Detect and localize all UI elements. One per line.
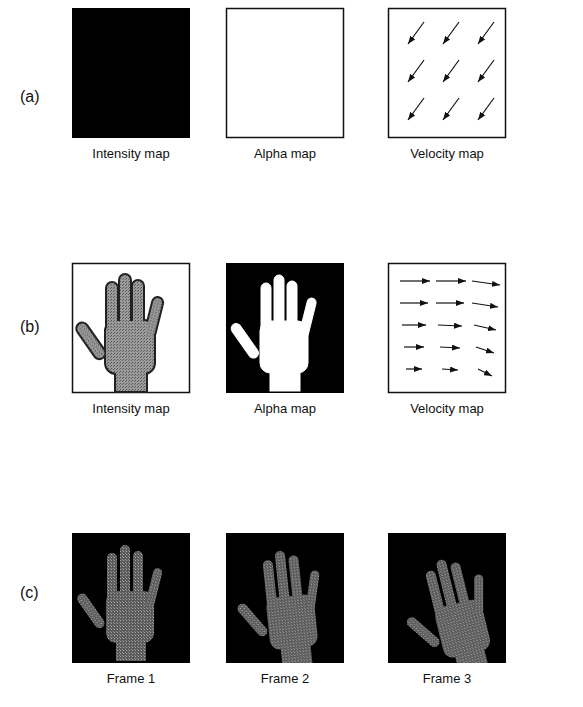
white-field	[227, 9, 344, 138]
frame-panel	[226, 533, 344, 671]
velocity-panel	[389, 264, 506, 393]
velocity-arrow	[478, 60, 494, 82]
hand-frame	[230, 547, 329, 663]
panel-caption: Frame 2	[226, 671, 344, 687]
map-panel: Frame 3	[388, 533, 506, 687]
panel-caption: Frame 3	[388, 671, 506, 687]
velocity-arrow	[472, 281, 500, 285]
panel-caption: Intensity map	[72, 401, 190, 417]
panel-area	[226, 533, 344, 663]
velocity-arrow	[472, 303, 498, 307]
velocity-arrow	[440, 347, 460, 348]
panel-caption: Velocity map	[388, 146, 506, 162]
velocity-arrow	[408, 98, 424, 120]
panel-frame	[389, 9, 506, 138]
hand-outline	[75, 275, 163, 391]
velocity-arrow	[443, 60, 459, 82]
row-label: (c)	[20, 584, 39, 602]
velocity-arrow	[436, 280, 466, 281]
velocity-arrow	[400, 302, 428, 303]
map-panel: Velocity map	[388, 263, 506, 417]
black-field	[226, 263, 344, 393]
map-panel: Intensity map	[72, 8, 190, 162]
velocity-arrow	[442, 369, 458, 370]
map-panel: Intensity map	[72, 263, 190, 417]
velocity-arrow	[400, 280, 430, 281]
hand-mask	[229, 275, 317, 391]
map-panel: Frame 2	[226, 533, 344, 687]
black-field	[72, 8, 190, 138]
black-field	[72, 533, 190, 663]
panel-caption: Alpha map	[226, 401, 344, 417]
hand-frame	[392, 551, 505, 663]
panel-area	[226, 8, 344, 138]
velocity-arrow	[408, 60, 424, 82]
alpha-panel	[227, 9, 344, 138]
row-label: (b)	[20, 318, 40, 336]
panel-area	[388, 533, 506, 663]
frame-panel	[388, 533, 506, 685]
frame-panel	[72, 533, 190, 663]
panel-frame	[73, 264, 190, 393]
panel-frame	[389, 264, 506, 393]
map-panel: Alpha map	[226, 263, 344, 417]
panel-area	[226, 263, 344, 393]
velocity-arrow	[443, 98, 459, 120]
hand-frame	[75, 545, 163, 661]
velocity-arrow	[478, 369, 492, 376]
velocity-arrow	[404, 346, 424, 347]
velocity-arrow	[443, 22, 459, 44]
alpha-panel	[226, 263, 344, 393]
velocity-arrow	[436, 302, 464, 303]
panel-area	[388, 263, 506, 393]
intensity-panel	[72, 8, 190, 138]
row-label: (a)	[20, 88, 40, 106]
velocity-arrow	[474, 325, 496, 330]
velocity-arrow	[438, 325, 462, 326]
velocity-arrow	[402, 324, 426, 325]
velocity-arrow	[478, 22, 494, 44]
hand-texture	[75, 275, 163, 391]
panel-area	[72, 533, 190, 663]
map-panel: Frame 1	[72, 533, 190, 687]
panel-caption: Intensity map	[72, 146, 190, 162]
panel-area	[72, 263, 190, 393]
velocity-arrow	[478, 98, 494, 120]
velocity-panel	[389, 9, 506, 138]
intensity-panel	[73, 264, 190, 393]
velocity-arrow	[408, 22, 424, 44]
panel-caption: Velocity map	[388, 401, 506, 417]
velocity-arrow	[476, 347, 494, 353]
panel-caption: Alpha map	[226, 146, 344, 162]
panel-area	[72, 8, 190, 138]
velocity-arrow	[406, 368, 422, 369]
panel-caption: Frame 1	[72, 671, 190, 687]
panel-area	[388, 8, 506, 138]
map-panel: Alpha map	[226, 8, 344, 162]
map-panel: Velocity map	[388, 8, 506, 162]
